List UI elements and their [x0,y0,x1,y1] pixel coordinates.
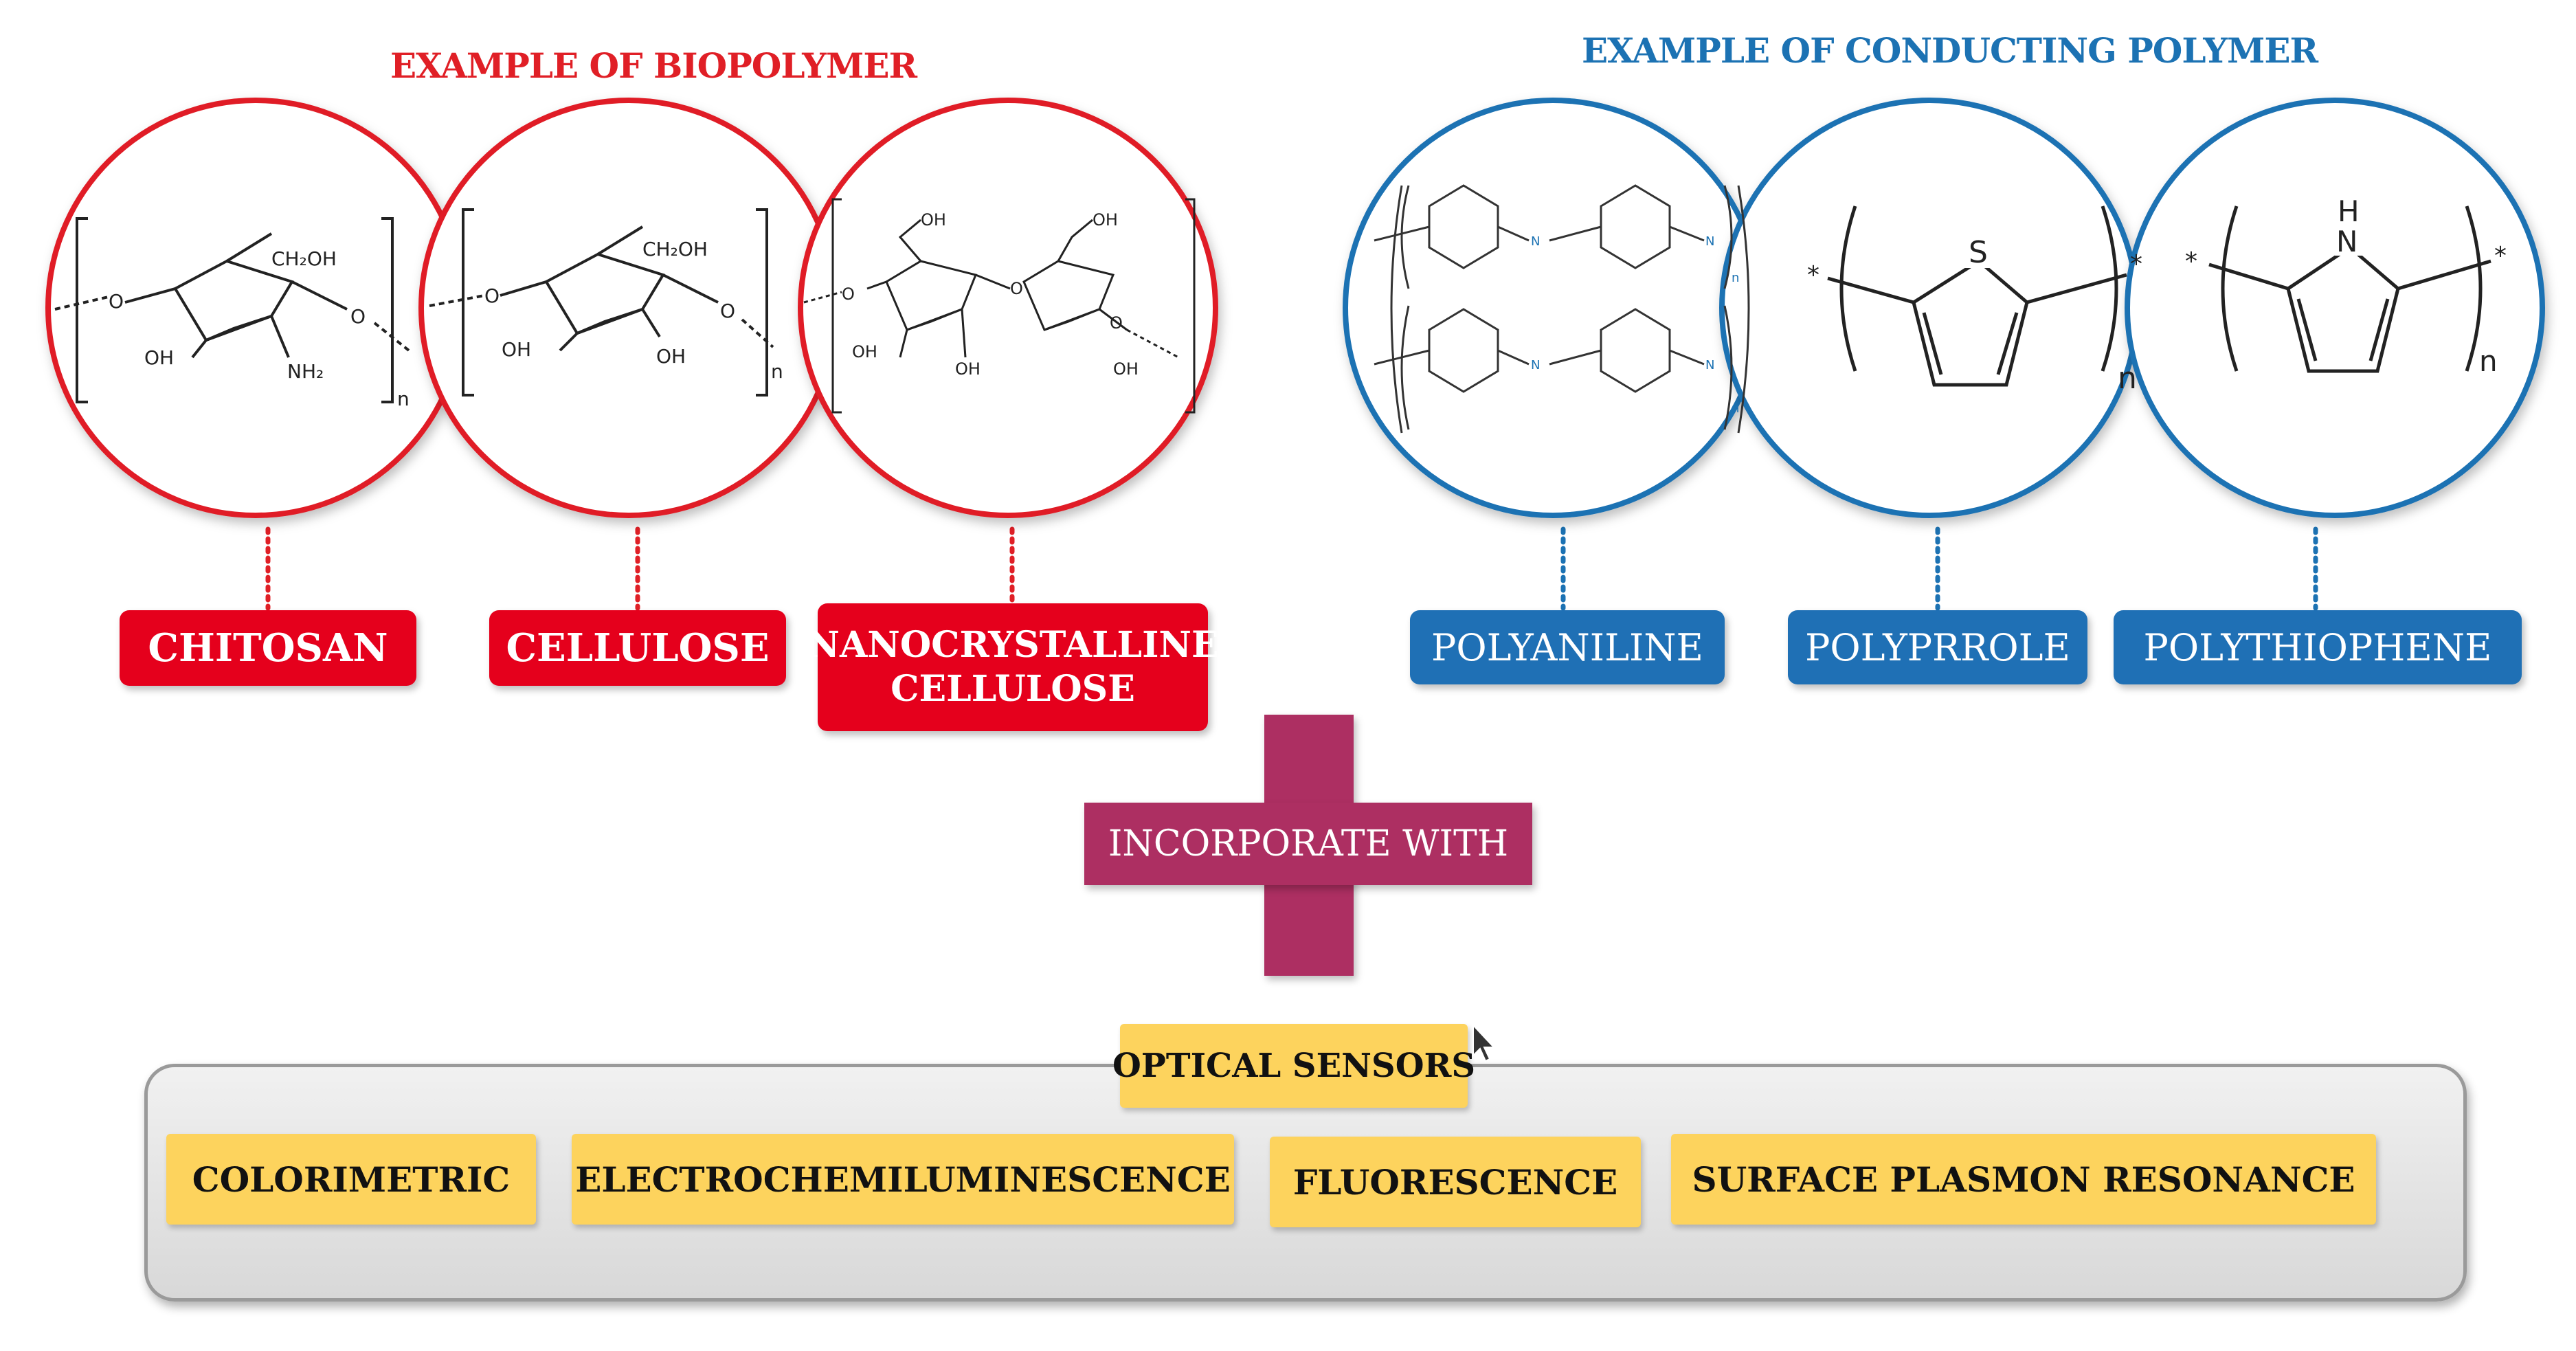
svg-text:OH: OH [1113,359,1139,379]
polyaniline-label: POLYANILINE [1410,610,1725,684]
biopolymer-heading: EXAMPLE OF BIOPOLYMER [390,45,917,86]
nanocrystalline-cellulose-circle [798,98,1218,518]
svg-text:H: H [2338,194,2360,228]
cursor-pointer-icon [1472,1023,1496,1062]
svg-text:O: O [720,300,735,322]
nanocrystalline-label-line2: CELLULOSE [891,668,1135,710]
conducting-polymer-heading: EXAMPLE OF CONDUCTING POLYMER [1582,30,2318,71]
svg-text:O: O [350,305,366,328]
polyprrole-label: POLYPRROLE [1788,610,2087,684]
nanocrystalline-cellulose-structure [803,198,1196,414]
polyaniline-structure [1374,184,1750,434]
polyaniline-labels: N N N N n n [1531,234,1739,416]
polythiophene-label: POLYTHIOPHENE [2114,610,2522,684]
svg-text:OH: OH [144,346,174,369]
svg-text:n: n [2118,361,2137,396]
svg-text:N: N [1705,234,1714,249]
svg-text:O: O [109,290,124,313]
svg-text:O: O [1110,313,1123,333]
svg-text:n: n [771,360,783,383]
nanocrystalline-cellulose-label: NANOCRYSTALLINE CELLULOSE [807,603,1219,731]
svg-text:*: * [2185,247,2197,276]
incorporate-with-label: INCORPORATE WITH [1084,803,1532,885]
chitosan-structure [54,217,410,403]
optical-sensors-title: OPTICAL SENSORS [1112,1024,1475,1108]
svg-text:CH₂OH: CH₂OH [642,238,708,260]
svg-text:n: n [1732,271,1739,285]
svg-text:O: O [842,284,855,304]
pyrrole-ring-structure [2208,205,2491,373]
svg-text:OH: OH [502,338,531,361]
svg-text:OH: OH [1093,210,1118,230]
svg-text:OH: OH [955,359,981,379]
svg-text:N: N [2336,225,2357,258]
svg-text:OH: OH [656,345,686,368]
svg-text:*: * [2494,242,2507,270]
svg-text:N: N [1531,358,1540,372]
polythiophene-structure-circle [1719,98,2140,518]
svg-text:n: n [2479,344,2498,378]
thiophene-ring-labels: S * * n [1807,232,2142,396]
electrochemiluminescence-tag: ELECTROCHEMILUMINESCENCE [572,1134,1234,1225]
svg-text:NH₂: NH₂ [287,360,324,383]
cellulose-labels: O CH₂OH OH OH O n [484,238,783,383]
surface-plasmon-resonance-tag: SURFACE PLASMON RESONANCE [1671,1134,2376,1225]
svg-text:*: * [1807,261,1819,289]
svg-text:S: S [1969,235,1988,270]
svg-text:OH: OH [852,342,877,361]
chitosan-label: CHITOSAN [120,610,416,686]
nanocrystalline-label-line1: NANOCRYSTALLINE [807,624,1219,666]
nanocrystalline-cellulose-labels: O OH OH O OH OH OH O [842,210,1139,379]
fluorescence-tag: FLUORESCENCE [1270,1137,1641,1227]
dotted-connectors [265,526,2318,611]
svg-text:OH: OH [921,210,946,230]
polypyrrole-structure-circle [2125,98,2545,518]
cellulose-structure [429,208,774,397]
thiophene-ring-structure [1827,205,2127,387]
svg-text:n: n [397,388,410,410]
colorimetric-tag: COLORIMETRIC [166,1134,536,1225]
svg-text:N: N [1705,358,1714,372]
svg-text:CH₂OH: CH₂OH [271,247,337,270]
chitosan-labels: O CH₂OH OH NH₂ O n [109,247,410,410]
pyrrole-ring-labels: H N * * n [2185,194,2507,378]
svg-text:*: * [2130,250,2142,278]
svg-text:O: O [484,284,500,307]
svg-text:O: O [1010,279,1023,298]
cellulose-circle [418,98,839,518]
svg-text:N: N [1531,234,1540,249]
cellulose-label: CELLULOSE [489,610,786,686]
svg-text:n: n [1732,401,1739,416]
